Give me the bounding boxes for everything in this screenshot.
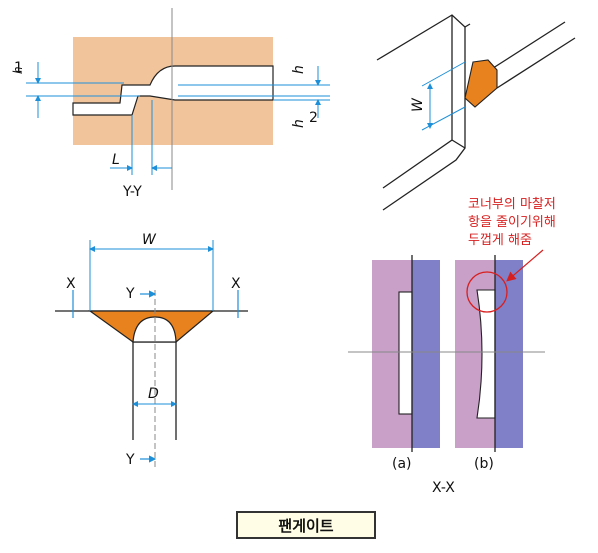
- isometric-view: W: [376, 14, 576, 211]
- plate-a-right: [412, 260, 440, 448]
- runner-channel: [72, 65, 274, 116]
- caption: 팬게이트: [278, 516, 334, 535]
- plate-b-right: [495, 260, 523, 448]
- label-X-right: X: [231, 276, 241, 292]
- side-section-view: h 1 h h 2 L Y-Y: [11, 8, 330, 200]
- label-a: (a): [392, 456, 412, 472]
- label-section-yy: Y-Y: [122, 184, 142, 200]
- label-h: h: [291, 65, 307, 74]
- label-section-xx: X-X: [432, 480, 455, 496]
- label-h1: h: [11, 66, 25, 74]
- plan-view: W X X Y Y D: [55, 232, 248, 470]
- highlight-circle: [466, 271, 508, 313]
- label-h2-sub: 2: [309, 110, 318, 126]
- gap-b: [476, 289, 496, 419]
- label-h1-sub: 1: [14, 60, 23, 76]
- caption-box: 팬게이트: [236, 511, 376, 539]
- note-line-3: 두껍게 해줌: [468, 233, 532, 248]
- label-L: L: [112, 152, 120, 168]
- note-line-1: 코너부의 마찰저: [468, 197, 556, 212]
- note-line-2: 항을 줄이기위해: [468, 215, 556, 230]
- label-h2: h: [291, 119, 307, 128]
- label-b: (b): [474, 456, 494, 472]
- label-D: D: [148, 386, 159, 402]
- iso-gate: [464, 59, 498, 108]
- label-Y-bottom: Y: [125, 452, 135, 468]
- gap-a: [398, 291, 413, 415]
- label-W-iso: W: [410, 97, 426, 112]
- label-W-plan: W: [142, 232, 157, 248]
- label-X-left: X: [66, 276, 76, 292]
- section-xx-view: (a) (b) X-X 코너부의 마찰저 항을 줄이기위해 두껍게 해줌: [348, 197, 556, 496]
- label-Y-top: Y: [125, 286, 135, 302]
